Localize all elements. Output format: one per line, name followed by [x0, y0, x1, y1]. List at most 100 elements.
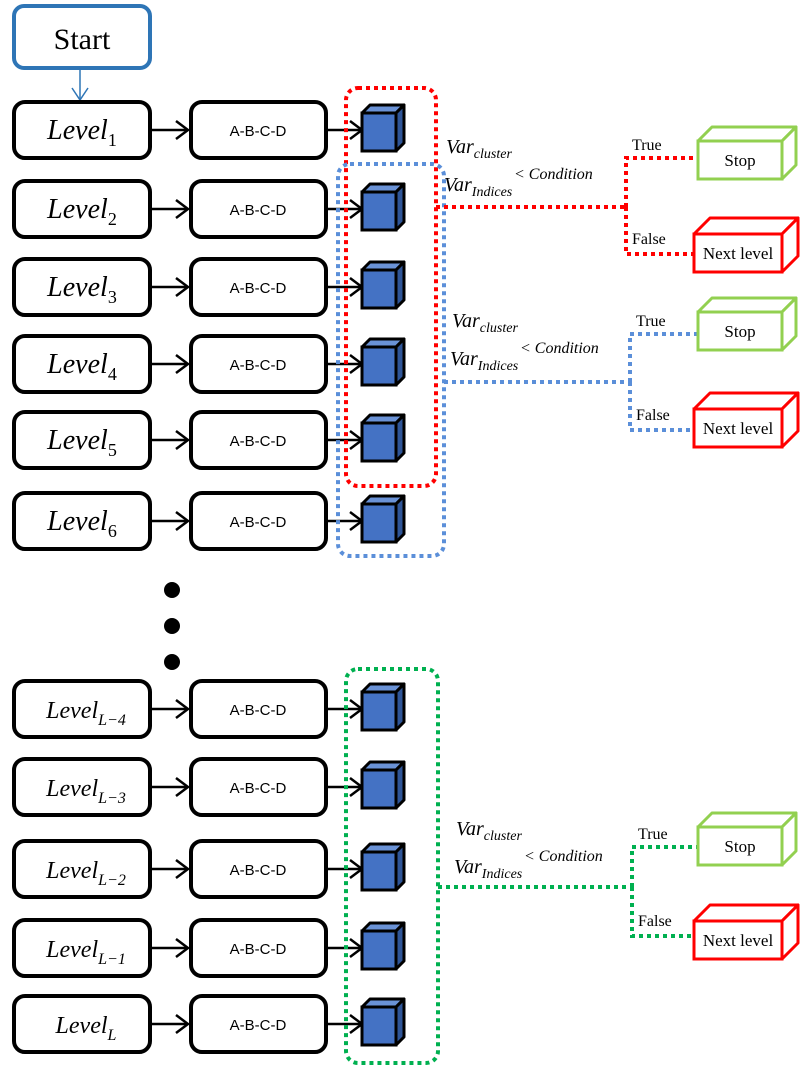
- box-label: Stop: [724, 151, 755, 170]
- start-box: [12, 4, 152, 70]
- level-label: LevelL−4: [45, 698, 126, 729]
- level-box: [12, 679, 152, 739]
- level-prefix: Level: [46, 349, 108, 380]
- process-label: A-B-C-D: [230, 702, 287, 719]
- level-subscript: L−1: [97, 951, 126, 968]
- process-box: [189, 257, 328, 317]
- level-box: [12, 410, 152, 470]
- blue-group-box: [336, 162, 446, 558]
- cube-icon: [360, 260, 406, 310]
- process-box: [189, 839, 328, 899]
- cube-icon: [360, 760, 406, 810]
- level-label: Level3: [46, 272, 117, 307]
- next-level-box: Next level: [692, 216, 800, 274]
- level-box: [12, 757, 152, 817]
- start-node: Start: [12, 4, 152, 102]
- level-prefix: Level: [46, 194, 108, 225]
- process-label: A-B-C-D: [230, 941, 287, 958]
- level-box: [12, 994, 152, 1054]
- true-label: True: [632, 137, 662, 154]
- cube-icon: [360, 337, 406, 387]
- true-branch: [630, 845, 698, 887]
- process-box: [189, 918, 328, 978]
- process-label: A-B-C-D: [230, 433, 287, 450]
- compare-label: < Condition: [514, 166, 593, 183]
- arrow-to-process: [152, 511, 191, 531]
- false-label: False: [632, 231, 666, 248]
- level-row-bottom-2: LevelL−2A-B-C-D: [12, 839, 328, 899]
- cube-icon: [360, 494, 406, 544]
- level-prefix: Level: [45, 858, 98, 884]
- level-box: [12, 918, 152, 978]
- level-row-bottom-1: LevelL−3A-B-C-D: [12, 757, 328, 817]
- process-label: A-B-C-D: [230, 280, 287, 297]
- true-label: True: [638, 826, 668, 843]
- arrow-to-process: [152, 699, 191, 719]
- process-label: A-B-C-D: [230, 862, 287, 879]
- box-label: Stop: [724, 322, 755, 341]
- arrow-to-process: [152, 120, 191, 140]
- false-branch: [630, 887, 694, 938]
- level-label: Level2: [46, 194, 117, 229]
- level-label: Level1: [46, 115, 117, 150]
- level-label: LevelL−1: [45, 937, 126, 968]
- level-label: LevelL−3: [45, 776, 126, 807]
- process-box: [189, 491, 328, 551]
- cube-icon: [360, 182, 406, 232]
- arrow-to-process: [152, 354, 191, 374]
- level-prefix: Level: [46, 272, 108, 303]
- process-label: A-B-C-D: [230, 514, 287, 531]
- false-label: False: [638, 913, 672, 930]
- arrow-to-process: [152, 1014, 191, 1034]
- box-label: Stop: [724, 837, 755, 856]
- true-branch: [624, 156, 698, 207]
- process-box: [189, 679, 328, 739]
- var-indices-label: VarIndices: [444, 174, 513, 200]
- ellipsis-dot-1: [164, 618, 180, 634]
- process-box: [189, 334, 328, 394]
- level-prefix: Level: [55, 1013, 108, 1039]
- next-level-box: Next level: [692, 903, 800, 961]
- cube-icon: [360, 921, 406, 971]
- stop-box: Stop: [696, 125, 798, 181]
- level-box: [12, 100, 152, 160]
- var-cluster-label: Varcluster: [456, 818, 522, 844]
- level-label: Level4: [46, 349, 117, 384]
- level-prefix: Level: [45, 937, 98, 963]
- box-label: Next level: [703, 244, 774, 263]
- arrow-to-process: [152, 430, 191, 450]
- level-label: LevelL: [55, 1013, 117, 1044]
- level-subscript: 5: [108, 440, 117, 460]
- process-box: [189, 179, 328, 239]
- stop-box: Stop: [696, 296, 798, 352]
- start-label: Start: [54, 23, 111, 56]
- level-prefix: Level: [45, 776, 98, 802]
- process-box: [189, 994, 328, 1054]
- arrow-to-process: [152, 859, 191, 879]
- level-subscript: 3: [108, 287, 117, 307]
- cube-icon: [360, 997, 406, 1047]
- compare-label: < Condition: [524, 848, 603, 865]
- process-box: [189, 100, 328, 160]
- red-group-box: [344, 86, 438, 488]
- var-cluster-label: Varcluster: [446, 136, 512, 162]
- cube-icon: [360, 103, 406, 153]
- var-cluster-label: Varcluster: [452, 310, 518, 336]
- false-label: False: [636, 407, 670, 424]
- arrow-to-cube: [328, 511, 365, 531]
- level-subscript: 6: [108, 521, 117, 541]
- level-subscript: 2: [108, 209, 117, 229]
- box-label: Next level: [703, 419, 774, 438]
- var-indices-label: VarIndices: [454, 856, 523, 882]
